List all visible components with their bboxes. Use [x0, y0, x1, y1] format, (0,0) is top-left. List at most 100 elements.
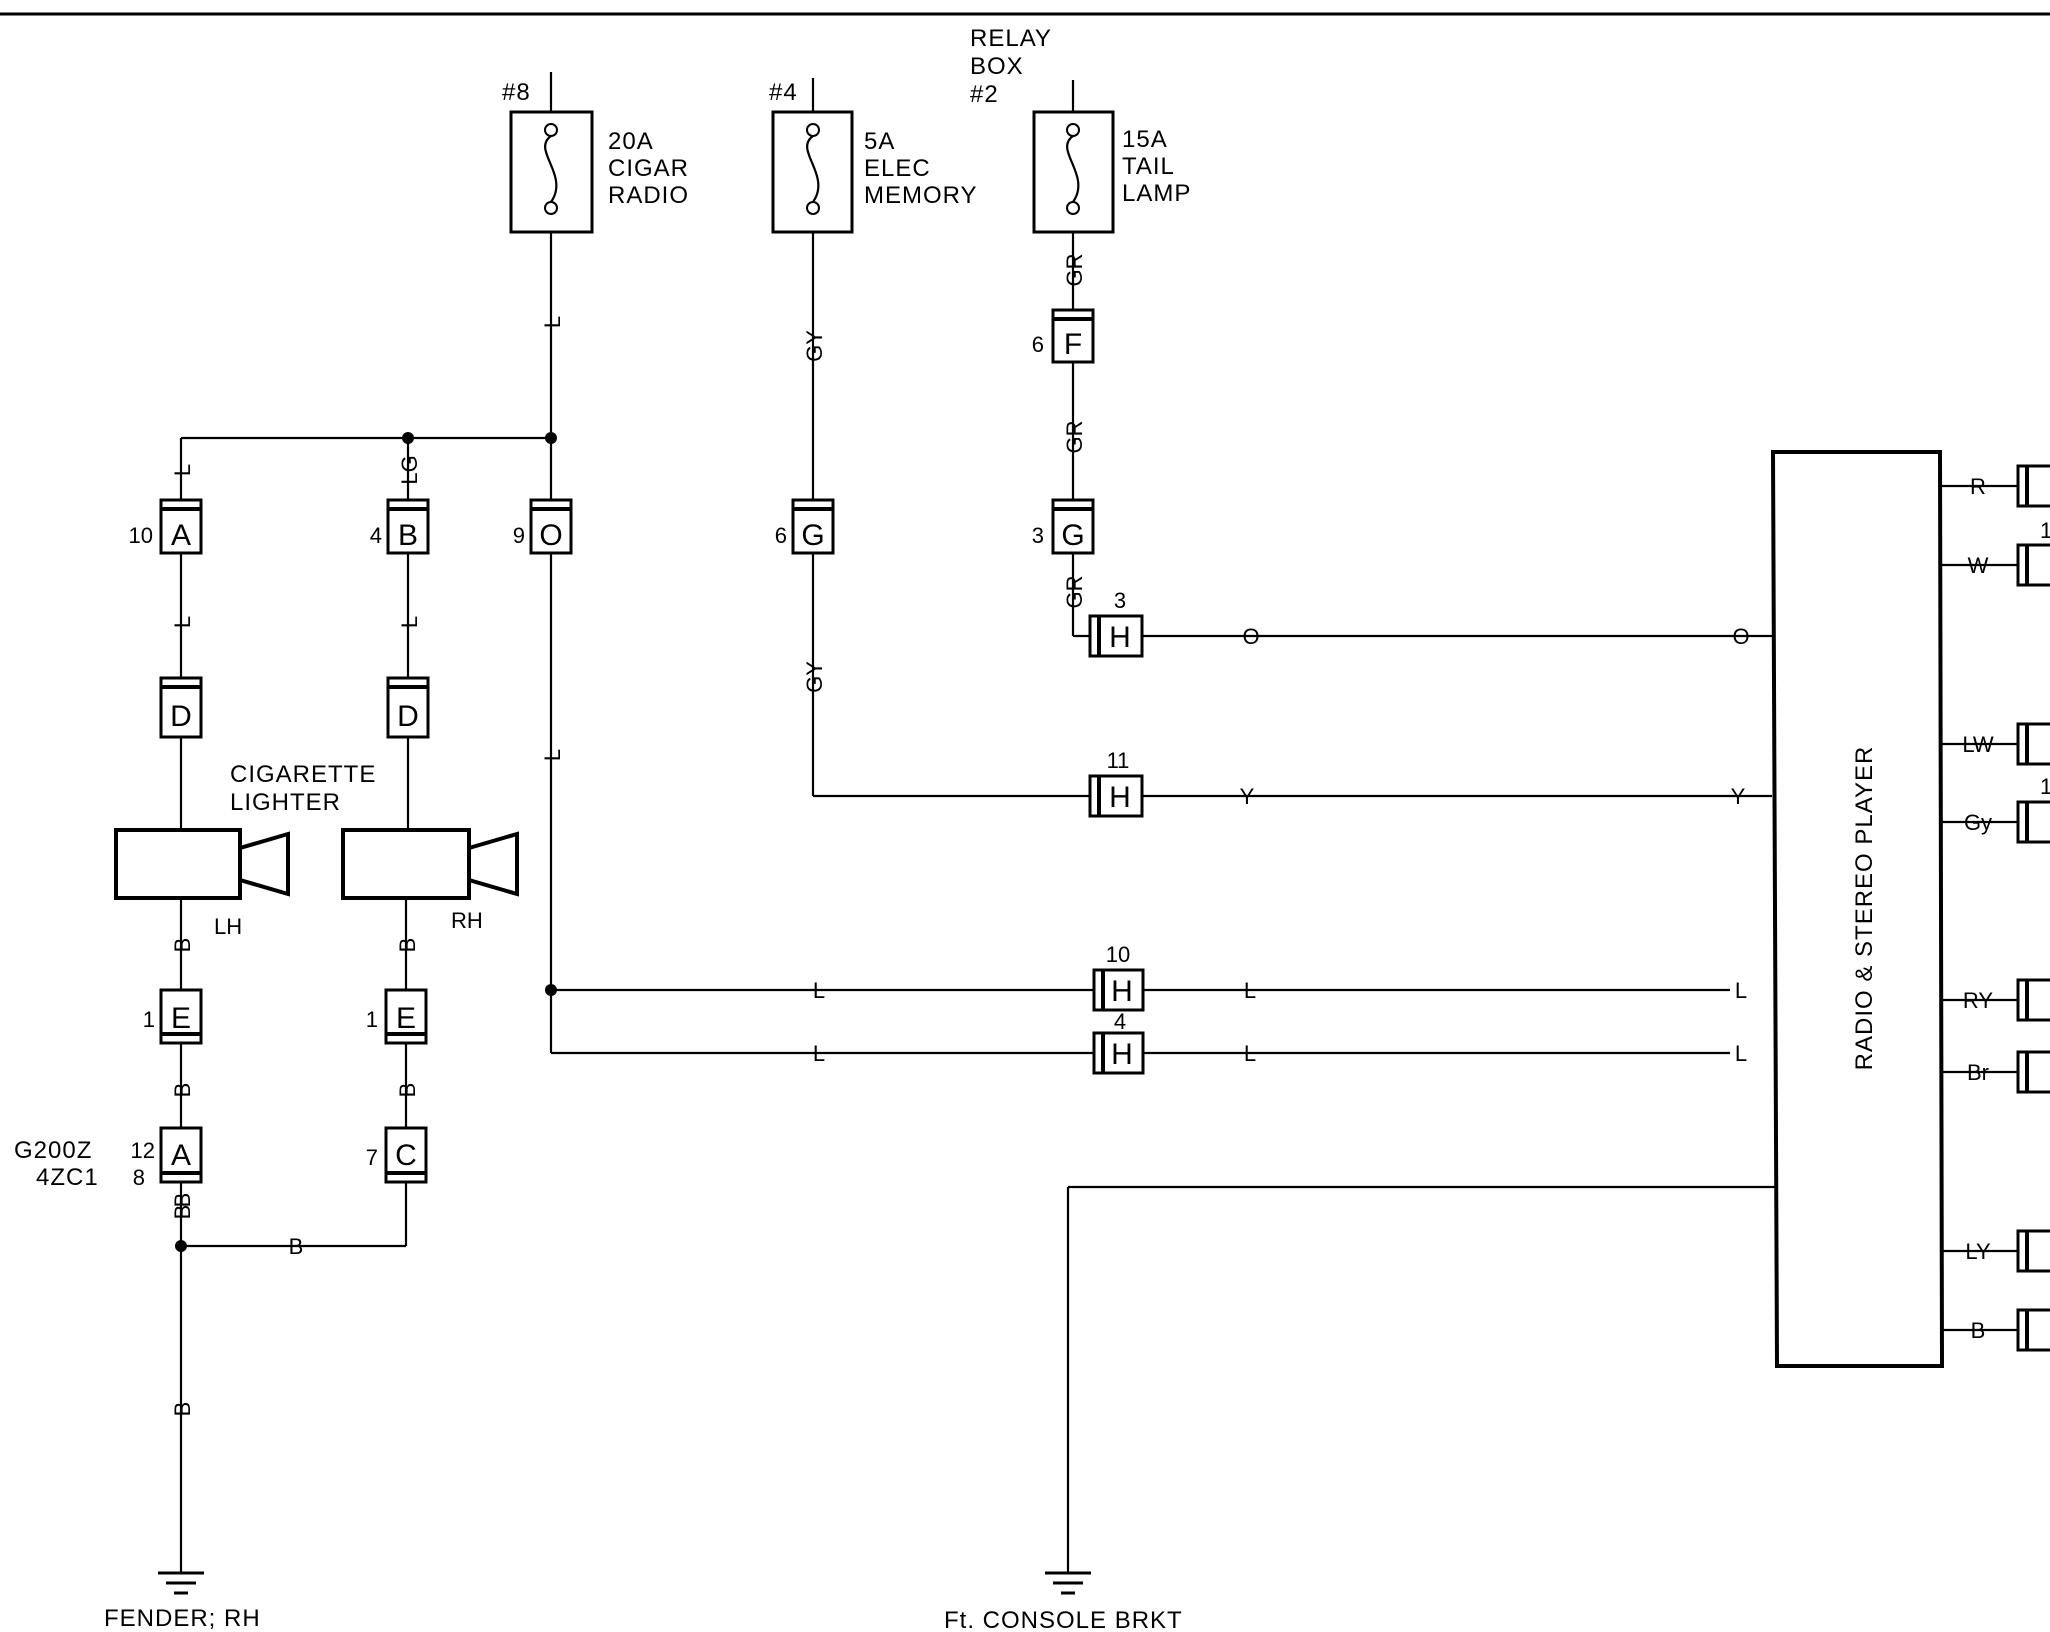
connector-e-rh: E 1: [366, 988, 428, 1045]
fuse-relay-box: RELAY BOX #2 15A TAIL LAMP: [970, 25, 1191, 234]
connector-d-lh: D: [159, 676, 203, 739]
svg-text:O: O: [539, 519, 562, 552]
svg-text:D: D: [170, 700, 192, 733]
svg-text:L: L: [1735, 1041, 1747, 1066]
ground-right-label: Ft. CONSOLE BRKT: [944, 1607, 1183, 1632]
svg-text:L: L: [397, 616, 422, 628]
cigarette-lighter-rh: [341, 828, 519, 900]
svg-text:GR: GR: [1062, 421, 1087, 454]
svg-text:8: 8: [133, 1165, 145, 1190]
fuse-8-slot: #8: [502, 79, 531, 106]
svg-text:G: G: [1061, 519, 1084, 552]
right-edge-pin-b: 1: [2040, 774, 2050, 799]
connector-a10: A 10: [129, 498, 203, 555]
cig-lighter-lh-label: LH: [214, 914, 242, 939]
ground-left-label: FENDER; RH: [104, 1605, 261, 1632]
svg-text:H: H: [1111, 1038, 1133, 1071]
connector-b4: B 4: [370, 498, 430, 555]
svg-text:3: 3: [1032, 523, 1044, 548]
wire-labels-horizontal: B O O Y Y L L L L L L R W LW Gy RY Br LY…: [289, 474, 1994, 1343]
svg-text:7: 7: [366, 1145, 378, 1170]
svg-text:3: 3: [1114, 588, 1126, 613]
radio-stereo-player: RADIO & STEREO PLAYER: [1770, 450, 1945, 1368]
svg-text:4: 4: [370, 523, 382, 548]
svg-text:Gy: Gy: [1964, 810, 1992, 835]
svg-text:Y: Y: [1240, 784, 1255, 809]
fuse-8-name1: CIGAR: [608, 155, 689, 182]
svg-text:R: R: [1970, 474, 1986, 499]
connector-h11: H 11: [1088, 748, 1144, 818]
ground-code-2: 4ZC1: [36, 1164, 99, 1191]
fuse-8-name2: RADIO: [608, 182, 689, 209]
svg-text:L: L: [170, 616, 195, 628]
relay-box-line2: BOX: [970, 53, 1024, 80]
fuse-4-name1: ELEC: [864, 155, 931, 182]
svg-text:O: O: [1242, 624, 1259, 649]
connector-a12: A 12 8: [131, 1126, 203, 1190]
svg-text:F: F: [1064, 328, 1082, 361]
svg-text:O: O: [1732, 624, 1749, 649]
svg-text:L: L: [1244, 978, 1256, 1003]
svg-text:B: B: [395, 1083, 420, 1098]
svg-text:B: B: [289, 1234, 304, 1259]
fuse-4-name2: MEMORY: [864, 182, 978, 209]
relay-box-line1: RELAY: [970, 25, 1052, 52]
svg-text:C: C: [395, 1139, 417, 1172]
svg-text:12: 12: [131, 1138, 155, 1163]
svg-text:B: B: [170, 1083, 195, 1098]
svg-text:L: L: [813, 1041, 825, 1066]
svg-text:L: L: [813, 978, 825, 1003]
connector-f6: F 6: [1032, 308, 1095, 364]
svg-text:E: E: [396, 1002, 416, 1035]
svg-text:LG: LG: [397, 455, 422, 484]
svg-text:GR: GR: [1062, 254, 1087, 287]
svg-text:1: 1: [143, 1007, 155, 1032]
relay-box-line3: #2: [970, 81, 999, 108]
fuse-relay-name2: LAMP: [1122, 180, 1191, 207]
ground-symbol-left: [158, 1571, 204, 1595]
svg-text:H: H: [1111, 975, 1133, 1008]
svg-text:H: H: [1109, 781, 1131, 814]
connector-c7: C 7: [366, 1126, 428, 1184]
connector-e-lh: E 1: [143, 988, 203, 1045]
right-edge-pin-a: 1: [2040, 518, 2050, 543]
svg-text:11: 11: [1107, 748, 1130, 773]
svg-text:B: B: [395, 938, 420, 953]
svg-text:Br: Br: [1967, 1060, 1989, 1085]
cigarette-lighter-lh: [114, 828, 290, 900]
svg-text:B: B: [398, 519, 418, 552]
svg-text:Y: Y: [1731, 784, 1746, 809]
svg-text:LY: LY: [1965, 1239, 1991, 1264]
svg-text:L: L: [1735, 978, 1747, 1003]
svg-text:B: B: [170, 1402, 195, 1417]
fuse-4-slot: #4: [769, 79, 798, 106]
connector-g6: G 6: [775, 498, 835, 555]
connector-h3: H 3: [1088, 588, 1144, 658]
fuse-8-rating: 20A: [608, 128, 654, 155]
cig-lighter-label-1: CIGARETTE: [230, 761, 376, 788]
svg-text:B: B: [170, 1193, 195, 1208]
svg-text:A: A: [171, 519, 191, 552]
svg-text:L: L: [540, 316, 565, 328]
fuse-4: #4 5A ELEC MEMORY: [769, 78, 978, 234]
svg-text:A: A: [171, 1139, 191, 1172]
connector-h10: H 10: [1092, 942, 1145, 1012]
svg-text:H: H: [1109, 621, 1131, 654]
cig-lighter-label-2: LIGHTER: [230, 789, 341, 816]
svg-text:B: B: [170, 938, 195, 953]
fuse-8: #8 20A CIGAR RADIO: [502, 72, 689, 234]
right-edge-connectors: 1 1: [2016, 464, 2050, 1352]
wire-labels-vertical: L L LG L L L GY GY GR GR GR B B B B B B …: [170, 254, 1087, 1417]
svg-text:LW: LW: [1962, 732, 1994, 757]
svg-text:10: 10: [129, 523, 153, 548]
svg-text:GY: GY: [802, 330, 827, 362]
connector-d-rh: D: [386, 676, 430, 739]
ground-code-1: G200Z: [14, 1137, 92, 1164]
cig-lighter-rh-label: RH: [451, 908, 483, 933]
svg-text:L: L: [1244, 1041, 1256, 1066]
svg-text:B: B: [1971, 1318, 1986, 1343]
radio-label: RADIO & STEREO PLAYER: [1851, 746, 1878, 1071]
svg-text:10: 10: [1106, 942, 1130, 967]
